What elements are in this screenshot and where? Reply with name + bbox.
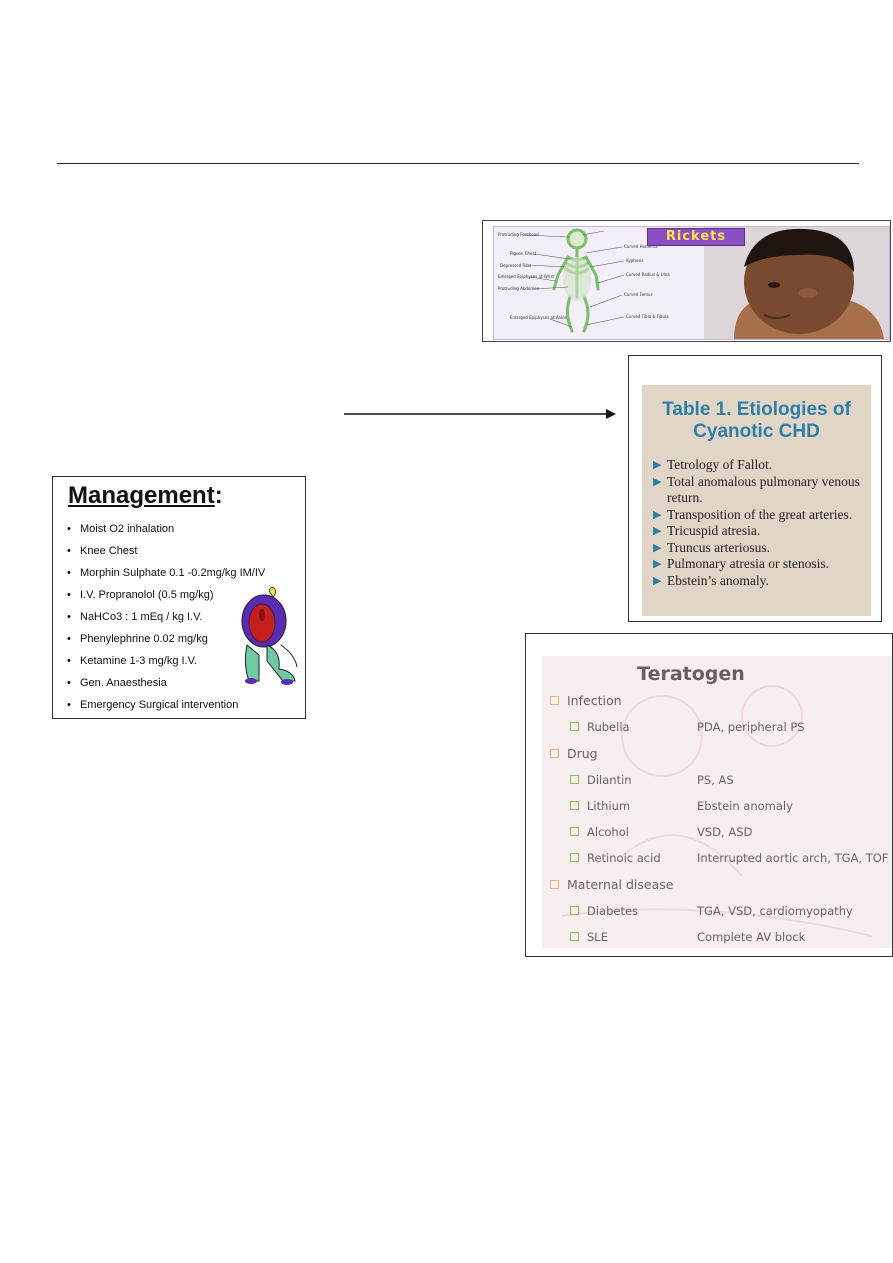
teratogen-background xyxy=(542,656,892,948)
rickets-label-tibia: Curved Tibia & Fibula xyxy=(626,314,669,319)
bullet-icon: • xyxy=(67,699,71,711)
etiology-item: ▶Tetrology of Fallot. xyxy=(653,457,773,472)
rickets-label-humerus: Curved Humerus xyxy=(624,244,658,249)
rickets-label-kyphosis: Kyphosis xyxy=(626,258,644,263)
square-bullet-icon xyxy=(550,696,559,705)
rickets-panel: Large Head Protruding Forehead Pigeon Ch… xyxy=(493,226,890,340)
connector-arrow xyxy=(344,409,616,419)
etiology-title-line1: Table 1. Etiologies of xyxy=(662,399,851,420)
management-item: •I.V. Propranolol (0.5 mg/kg) xyxy=(67,584,307,606)
etiology-item: ▶Tricuspid atresia. xyxy=(653,523,761,538)
rickets-figure: Large Head Protruding Forehead Pigeon Ch… xyxy=(482,220,891,342)
etiology-title: Table 1. Etiologies of Cyanotic CHD xyxy=(642,399,871,443)
etiology-list: ▶Tetrology of Fallot. ▶Total anomalous p… xyxy=(653,457,868,589)
rickets-label-wrist: Enlarged Epiphyses at Wrist xyxy=(498,274,554,279)
management-figure: Management: •Moist O2 inhalation •Knee C… xyxy=(52,476,306,719)
teratogen-category: Maternal disease xyxy=(550,876,673,894)
floral-background-pattern xyxy=(561,685,873,937)
square-bullet-icon xyxy=(570,775,579,784)
management-list: •Moist O2 inhalation •Knee Chest •Morphi… xyxy=(67,518,307,716)
square-bullet-icon xyxy=(550,880,559,889)
square-bullet-icon xyxy=(570,932,579,941)
bullet-icon: • xyxy=(67,655,71,667)
rickets-label-forehead: Protruding Forehead xyxy=(498,232,539,237)
square-bullet-icon xyxy=(570,906,579,915)
square-bullet-icon xyxy=(570,853,579,862)
etiology-panel: Table 1. Etiologies of Cyanotic CHD ▶Tet… xyxy=(642,385,871,616)
management-item: •Ketamine 1-3 mg/kg I.V. xyxy=(67,650,307,672)
management-item: •Gen. Anaesthesia xyxy=(67,672,307,694)
triangle-bullet-icon: ▶ xyxy=(653,541,662,554)
rickets-label-ankle: Enlarged Epiphyses at Ankle xyxy=(510,315,568,320)
management-item: •Knee Chest xyxy=(67,540,307,562)
bullet-icon: • xyxy=(67,677,71,689)
square-bullet-icon xyxy=(550,749,559,758)
header-rule xyxy=(57,163,859,164)
triangle-bullet-icon: ▶ xyxy=(653,475,662,488)
bullet-icon: • xyxy=(67,567,71,579)
etiology-item: ▶Pulmonary atresia or stenosis. xyxy=(653,556,829,571)
management-title: Management: xyxy=(68,482,223,509)
rickets-label-femur: Curved Femur xyxy=(624,292,653,297)
triangle-bullet-icon: ▶ xyxy=(653,558,662,570)
triangle-bullet-icon: ▶ xyxy=(653,525,662,537)
square-bullet-icon xyxy=(570,827,579,836)
management-item: •NaHCo3 : 1 mEq / kg I.V. xyxy=(67,606,307,628)
etiology-item: ▶Total anomalous pulmonary venous return… xyxy=(653,473,860,506)
teratogen-category: Drug xyxy=(550,745,598,763)
rickets-title: Rickets xyxy=(647,228,745,246)
teratogen-title: Teratogen xyxy=(637,663,745,685)
bullet-icon: • xyxy=(67,633,71,645)
bullet-icon: • xyxy=(67,523,71,535)
rickets-label-ribs: Depressed Ribs xyxy=(500,263,531,268)
square-bullet-icon xyxy=(570,722,579,731)
bullet-icon: • xyxy=(67,589,71,601)
triangle-bullet-icon: ▶ xyxy=(653,508,662,521)
triangle-bullet-icon: ▶ xyxy=(653,459,662,471)
rickets-label-pigeon-chest: Pigeon Chest xyxy=(510,251,537,256)
teratogen-category: Infection xyxy=(550,692,622,710)
square-bullet-icon xyxy=(570,801,579,810)
management-item: •Phenylephrine 0.02 mg/kg xyxy=(67,628,307,650)
rickets-label-radius: Curved Radius & Ulna xyxy=(626,272,670,277)
etiology-item: ▶Transposition of the great arteries. xyxy=(653,506,853,522)
etiology-figure: Table 1. Etiologies of Cyanotic CHD ▶Tet… xyxy=(628,355,882,622)
rickets-label-abdomen: Protruding Abdomen xyxy=(498,286,540,291)
management-item: •Morphin Sulphate 0.1 -0.2mg/kg IM/IV xyxy=(67,562,307,584)
etiology-item: ▶Truncus arteriosus. xyxy=(653,539,770,555)
rickets-skeleton-diagram: Large Head Protruding Forehead Pigeon Ch… xyxy=(498,228,677,333)
bullet-icon: • xyxy=(67,545,71,557)
bullet-icon: • xyxy=(67,611,71,623)
cyanotic-child-clipart xyxy=(241,587,298,685)
management-item: •Moist O2 inhalation xyxy=(67,518,307,540)
etiology-item: ▶Ebstein’s anomaly. xyxy=(653,572,769,588)
triangle-bullet-icon: ▶ xyxy=(653,574,662,587)
management-item: •Emergency Surgical intervention xyxy=(67,694,307,716)
etiology-title-line2: Cyanotic CHD xyxy=(693,421,820,442)
